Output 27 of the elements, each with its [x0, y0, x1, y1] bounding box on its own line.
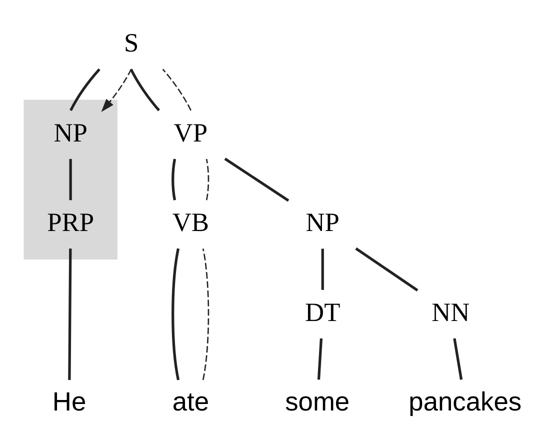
connector	[453, 338, 463, 380]
connector	[68, 248, 72, 380]
connector	[70, 68, 100, 111]
arrow	[101, 68, 132, 112]
connector	[321, 248, 324, 290]
node-text: S	[124, 27, 139, 58]
node-text: VP	[174, 116, 208, 147]
connector	[162, 68, 192, 110]
connector	[69, 158, 72, 200]
node-text: DT	[305, 296, 340, 326]
connector	[206, 158, 210, 200]
node-text: pancakes	[408, 386, 522, 416]
node-text: PRP	[47, 206, 94, 237]
node-text: NP	[306, 206, 340, 237]
node-text: VB	[172, 206, 209, 237]
connector	[355, 246, 418, 291]
node-text: some	[285, 386, 350, 416]
connector	[130, 68, 160, 111]
connector	[202, 248, 210, 380]
node-text: He	[52, 386, 86, 416]
node-text: NP	[54, 116, 88, 147]
connector	[172, 158, 176, 200]
node-text: ate	[172, 386, 209, 416]
connector	[317, 338, 323, 380]
connector	[224, 157, 290, 202]
node-text: NN	[432, 296, 470, 326]
connector	[172, 248, 180, 380]
